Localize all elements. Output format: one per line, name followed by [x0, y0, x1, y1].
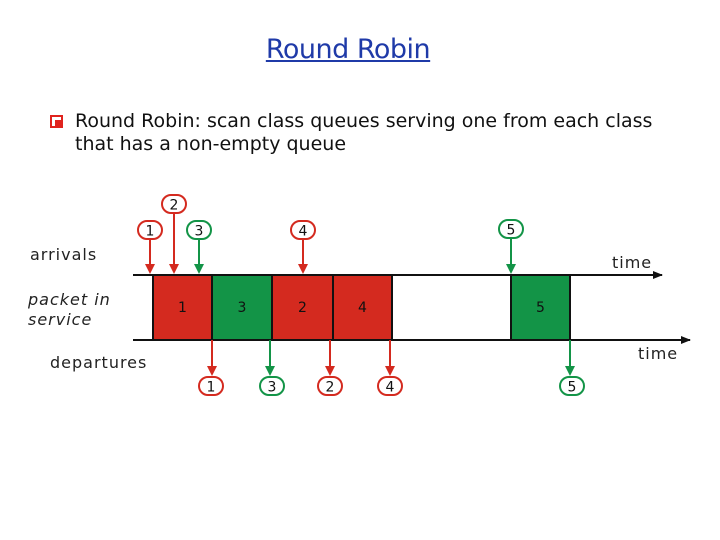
- arrival-badge-5-number: 5: [507, 223, 516, 239]
- arrival-badge-1-outline: [137, 220, 163, 240]
- service-block-3: [211, 274, 273, 341]
- time-label-top: time: [612, 253, 652, 272]
- arrival-badge-4-outline: [290, 220, 316, 240]
- arrival-badge-1: 1: [137, 220, 163, 240]
- service-blocks: 1 3 2 4 5: [152, 274, 571, 341]
- arrival-badge-2-number: 2: [170, 198, 179, 214]
- service-label-2: 2: [298, 300, 307, 316]
- arrival-badge-3: 3: [186, 220, 212, 240]
- service-label-1: 1: [178, 300, 187, 316]
- departure-badge-1-outline: [198, 376, 224, 396]
- departure-badge-2-number: 2: [326, 380, 335, 396]
- departure-badge-4-outline: [377, 376, 403, 396]
- departure-badge-1: 1: [198, 376, 224, 396]
- arrival-badge-2: 2: [161, 194, 187, 214]
- service-label-bg-3: [228, 298, 256, 316]
- service-label-bg-2: [288, 298, 317, 316]
- departure-badge-3: 3: [259, 376, 285, 396]
- bullet-text: Round Robin: scan class queues serving o…: [75, 110, 653, 155]
- service-label-5: 5: [536, 300, 545, 316]
- departure-badge-3-number: 3: [268, 380, 277, 396]
- arrivals-label: arrivals: [30, 245, 97, 264]
- service-label-bg-5: [526, 298, 555, 316]
- departure-badge-5-outline: [559, 376, 585, 396]
- departure-badge-5: 5: [559, 376, 585, 396]
- service-label-bg-1: [168, 298, 197, 316]
- departure-badge-4: 4: [377, 376, 403, 396]
- arrival-badge-5-outline: [498, 219, 524, 239]
- departure-badge-4-number: 4: [386, 380, 395, 396]
- time-label-bottom: time: [638, 344, 678, 363]
- packet-in-service-label-line2: service: [28, 310, 92, 329]
- arrival-badge-1-number: 1: [146, 224, 155, 240]
- bullet-item: Round Robin: scan class queues serving o…: [50, 110, 670, 156]
- packet-arrows: [145, 213, 575, 376]
- bullet-square-icon: [50, 115, 63, 128]
- packet-in-service-label-line1: packet in: [27, 290, 111, 309]
- service-label-bg-4: [348, 298, 377, 316]
- departure-badge-1-number: 1: [207, 380, 216, 396]
- departure-badge-2: 2: [317, 376, 343, 396]
- departures-label: departures: [50, 353, 147, 372]
- service-label-4: 4: [358, 300, 367, 316]
- departure-badge-3-outline: [259, 376, 285, 396]
- arrival-badge-3-number: 3: [195, 224, 204, 240]
- departure-badge-5-number: 5: [568, 380, 577, 396]
- departure-badge-2-outline: [317, 376, 343, 396]
- service-label-3: 3: [238, 300, 247, 316]
- arrival-badge-4: 4: [290, 220, 316, 240]
- arrival-badge-3-outline: [186, 220, 212, 240]
- arrival-badge-2-outline: [161, 194, 187, 214]
- arrival-badge-4-number: 4: [299, 224, 308, 240]
- slide-title: Round Robin: [265, 34, 431, 65]
- arrival-badge-5: 5: [498, 219, 524, 239]
